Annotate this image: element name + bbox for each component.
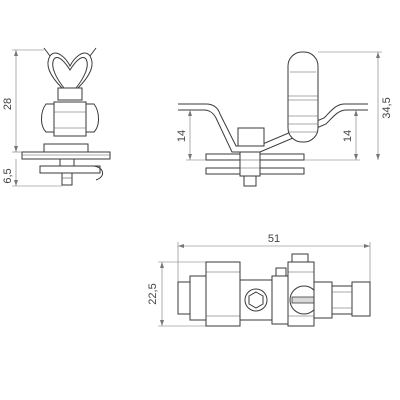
screw	[61, 172, 73, 186]
base-plate-lower	[39, 165, 101, 174]
spring-clip-inner	[52, 56, 88, 89]
main-block-left	[205, 261, 241, 327]
clip-body	[53, 101, 87, 137]
cylinder-cap	[287, 51, 319, 143]
side-view	[12, 47, 111, 187]
dim-51-label: 51	[268, 233, 280, 245]
dim-14-left-label: 14	[176, 130, 188, 142]
base-plate-upper	[21, 151, 111, 160]
screw-head	[243, 175, 257, 187]
central-block	[237, 127, 265, 147]
hex-screw	[244, 288, 268, 312]
hex-socket-icon	[248, 291, 264, 309]
dim-14-right-label: 14	[342, 130, 354, 142]
top-view	[158, 242, 371, 327]
dim-6-5-label: 6,5	[2, 168, 14, 183]
spring-clip	[47, 52, 93, 89]
front-view	[178, 51, 382, 187]
dim-34-5-label: 34,5	[381, 97, 393, 118]
end-tab-left	[177, 281, 191, 315]
end-tab-right	[351, 281, 371, 317]
dim-28-label: 28	[2, 98, 14, 110]
dim-22-5-label: 22,5	[147, 283, 159, 304]
slot-icon	[291, 296, 317, 304]
